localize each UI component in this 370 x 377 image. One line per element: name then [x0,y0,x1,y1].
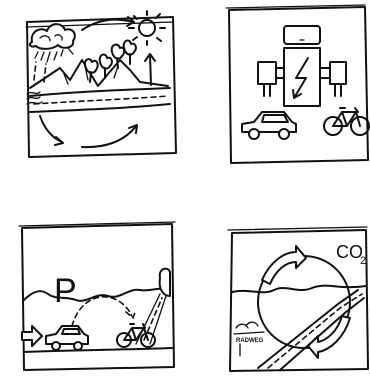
co2-subscript: 2 [360,255,366,267]
mountains [30,60,168,88]
tree-icon [160,269,170,296]
cycle-arrow-icon [262,246,306,284]
panel-co2-cycle: CO 2 RADWEG [228,227,368,371]
car-icon [242,112,296,139]
car-icon [46,326,88,350]
plug-icon [320,62,346,96]
waves [27,92,42,104]
panel-frame [229,7,368,163]
panel-charging-station [226,5,369,163]
plug-icon [258,62,284,96]
bicycle-icon [324,108,369,135]
panel-water-cycle [26,11,176,157]
charging-station-icon [284,26,320,106]
panel-parking: P [19,222,175,370]
hills [24,289,170,301]
road-sign: RADWEG [236,338,264,344]
co2-label: CO [336,242,363,262]
rain-cloud-icon [30,24,75,49]
parking-sign: P [54,272,77,310]
